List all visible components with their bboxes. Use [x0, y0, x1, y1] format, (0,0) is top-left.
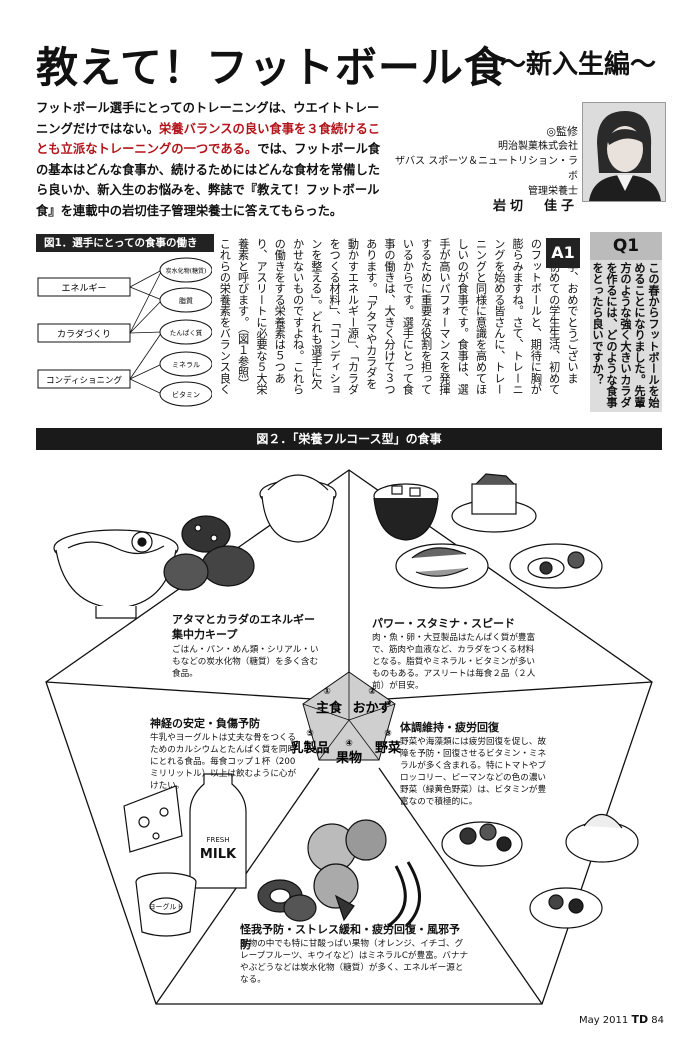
group-num: ② [368, 687, 376, 697]
milk-carton-icon: FRESH MILK [189, 773, 247, 889]
footer-mag: TD [631, 1013, 649, 1026]
question-box [590, 232, 662, 412]
supervisor-role: 管理栄養士 [528, 186, 578, 197]
supervisor-credit: ◎監修 明治製菓株式会社 ザバス スポーツ＆ニュートリション・ラボ 管理栄養士 … [390, 124, 578, 214]
milk-label: MILK [200, 847, 237, 862]
nutrient-ellipse [159, 381, 212, 407]
role-label: コンディショニング [46, 375, 122, 386]
fig2-title: 図２．「栄養フルコース型」の食事 [36, 428, 662, 450]
nutrient-label: ミネラル [172, 361, 200, 369]
supervisor-company: 明治製菓株式会社 [498, 141, 578, 152]
milk-small-label: FRESH [206, 836, 229, 844]
caption-title-dairy: 神経の安定・負傷予防 [150, 717, 260, 730]
supervisor-lab: ザバス スポーツ＆ニュートリション・ラボ [395, 156, 578, 182]
nutrient-ellipse [159, 319, 212, 345]
nutrient-label: たんぱく質 [170, 328, 203, 337]
group-name: 乳製品 [290, 740, 329, 756]
lead-text-1: フットボール選手にとってのトレーニングは、ウエイトトレーニングだけではない。 [36, 101, 380, 136]
group-name: 主食 [316, 700, 343, 716]
fig1-title: 図1．選手にとっての食事の働き [36, 234, 214, 252]
answer-badge: A1 [546, 238, 580, 268]
outer-pentagon [45, 469, 653, 1005]
egg-plate-icon [509, 543, 603, 589]
fig1-diagram: エネルギー カラダづくり コンディショニング 炭水化物(糖質) 脂質 たんぱく質… [36, 256, 212, 418]
caption-title-staple: アタマとカラダのエネルギー 集中力キープ [172, 613, 315, 641]
caption-title-fruit: 怪我予防・ストレス緩和・疲労回復・風邪予防 [240, 923, 460, 951]
lead-text-2: では、フットボール食の基本はどんな食事か、続けるためにはどんな食材を常備したら良… [36, 142, 381, 218]
sashimi-plate-icon [395, 543, 489, 589]
bread-icon [163, 515, 255, 591]
supervisor-photo [582, 102, 666, 202]
vegetable-icon [441, 813, 639, 929]
fig2-diagram: ① 主食 ② おかず ③ 野菜 ④ 果物 ⑤ 乳製品 [45, 469, 653, 1005]
group-name: おかず [352, 700, 391, 716]
fruit-icon [257, 819, 421, 928]
group-num: ⑤ [306, 729, 314, 739]
question-text: この春からフットボールを始めることになりました。先輩方のような強く大きいカラダを… [591, 262, 660, 408]
page-footer: May 2011 TD 84 [579, 1013, 664, 1026]
yogurt-label: ヨーグルト [149, 902, 184, 911]
supervisor-name: 岩切 佳子 [492, 199, 578, 214]
footer-issue: May 2011 [578, 1015, 629, 1026]
role-label: エネルギー [61, 283, 106, 294]
nutrient-ellipse [159, 257, 212, 283]
group-name: 果物 [335, 750, 362, 766]
lead-highlight: 栄養バランスの良い食事を３食続けることも立派なトレーニングの一つである。 [36, 121, 381, 157]
group-name: 野菜 [375, 740, 401, 756]
cheese-icon [123, 785, 183, 853]
ramen-bowl-icon [53, 529, 179, 619]
caption-body-dairy: 牛乳やヨーグルトは丈夫な骨をつくるためのカルシウムとたんぱく質を同時にとれる食品… [150, 733, 297, 791]
answer-text: 新入学、おめでとうございます。初めての学生生活、初めてのフットボールと、期待に胸… [213, 238, 579, 395]
nutrient-ellipse [159, 287, 212, 313]
yogurt-cup-icon: ヨーグルト [135, 872, 197, 937]
nutrient-label: ビタミン [172, 390, 200, 399]
rice-bowl-icon [259, 474, 337, 543]
caption-body-fruit: 果物の中でも特に甘酸っぱい果物（オレンジ、イチゴ、グレープフルーツ、キウイなど）… [240, 939, 469, 985]
page-title: 教えて！フットボール食 [36, 43, 507, 92]
footer-page: 84 [651, 1015, 664, 1026]
tofu-plate-icon [451, 473, 537, 533]
supervisor-label: ◎監修 [546, 125, 578, 138]
question-badge: Q1 [590, 232, 662, 260]
group-num: ① [323, 687, 331, 697]
nutrient-label: 脂質 [179, 296, 193, 305]
caption-title-main: パワー・スタミナ・スピード [372, 617, 515, 630]
role-label: カラダづくり [57, 328, 111, 340]
group-num: ④ [345, 739, 353, 749]
nutrient-ellipse [159, 351, 212, 377]
caption-title-veg: 体調維持・疲労回復 [400, 721, 499, 734]
miso-soup-icon [373, 483, 439, 541]
caption-body-veg: 野菜や海藻類には疲労回復を促し、故障を予防・回復させるビタミン・ミネラルが多く含… [400, 737, 547, 807]
caption-body-staple: ごはん・パン・めん類・シリアル・いもなどの炭水化物（糖質）を多く含む食品。 [172, 645, 319, 679]
lead-paragraph: フットボール選手にとってのトレーニングは、ウエイトトレーニングだけではない。栄養… [36, 98, 381, 221]
group-num: ③ [384, 729, 392, 739]
nutrient-label: 炭水化物(糖質) [166, 267, 207, 275]
page-subtitle: 〜新入生編〜 [500, 50, 657, 80]
caption-body-main: 肉・魚・卵・大豆製品はたんぱく質が豊富で、筋肉や血液など、カラダをつくる材料とな… [372, 633, 536, 691]
